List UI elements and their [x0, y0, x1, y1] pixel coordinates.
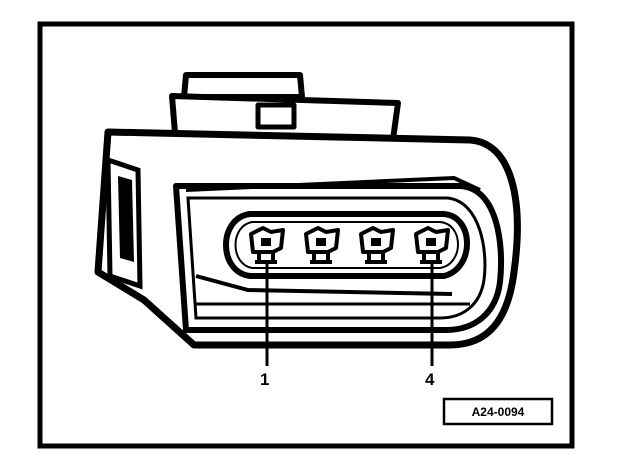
pin-4-label: 4 [425, 370, 435, 389]
pin-contact-2 [304, 226, 340, 264]
reference-code: A24-0094 [472, 405, 525, 419]
pin-insert [223, 211, 470, 279]
pin-contact-4 [414, 226, 450, 264]
pin-contact-1 [249, 226, 285, 264]
pin-contact-3 [359, 226, 395, 264]
pin-contacts [249, 226, 450, 264]
figure-frame [37, 21, 575, 449]
reference-code-box [442, 397, 554, 426]
pin-1-label: 1 [260, 370, 269, 389]
